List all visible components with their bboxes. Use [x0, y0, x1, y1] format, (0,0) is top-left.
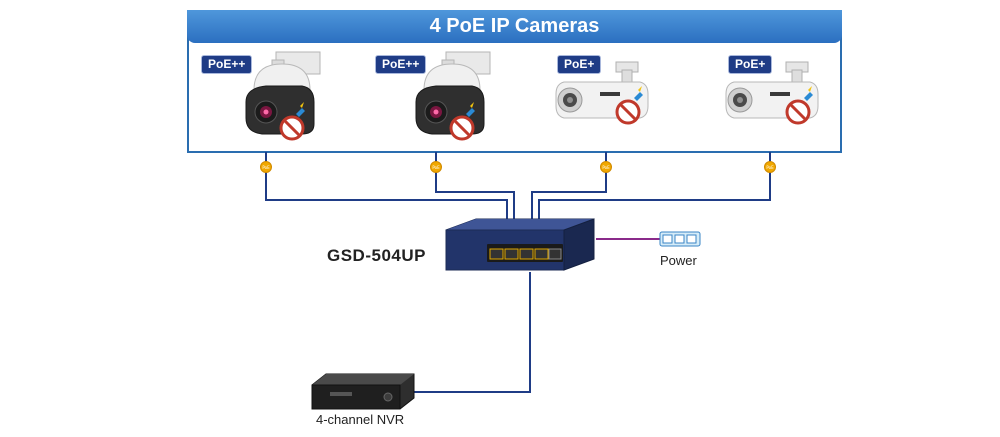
poe-badge-camera-4: PoE+ [728, 55, 773, 74]
nvr-label: 4-channel NVR [316, 412, 405, 427]
link-camera-1 [265, 152, 508, 222]
ptz-camera-icon [245, 51, 321, 141]
switch-label: GSD-504UP [327, 246, 426, 265]
link-nvr [414, 272, 531, 393]
switch-device-icon [445, 218, 595, 271]
poe-dot-icon: PoE [764, 161, 776, 173]
poe-dot-icon: PoE [430, 161, 442, 173]
poe-badge-camera-3: PoE+ [557, 55, 602, 74]
poe-badge-camera-1: PoE++ [201, 55, 253, 74]
poe-dot-icon: PoE [600, 161, 612, 173]
poe-dot-icon: PoE [260, 161, 272, 173]
power-label: Power [660, 253, 697, 268]
svg-text:PoE: PoE [602, 165, 610, 170]
ptz-camera-icon [415, 51, 491, 141]
bullet-camera-icon [555, 61, 649, 125]
link-camera-2 [435, 152, 515, 222]
nvr-device-icon [311, 373, 415, 410]
power-socket-icon [659, 231, 701, 247]
svg-text:PoE: PoE [432, 165, 440, 170]
svg-text:PoE: PoE [766, 165, 774, 170]
bullet-camera-icon [725, 61, 819, 125]
cameras-title: 4 PoE IP Cameras [429, 15, 600, 37]
cameras-title-banner: 4 PoE IP Cameras [187, 10, 842, 43]
link-camera-3 [531, 152, 607, 222]
poe-badge-camera-2: PoE++ [375, 55, 427, 74]
link-camera-4 [538, 152, 771, 222]
svg-text:PoE: PoE [262, 165, 270, 170]
poe-indicators: PoE PoE PoE PoE [260, 161, 776, 173]
camera-links [265, 152, 771, 222]
